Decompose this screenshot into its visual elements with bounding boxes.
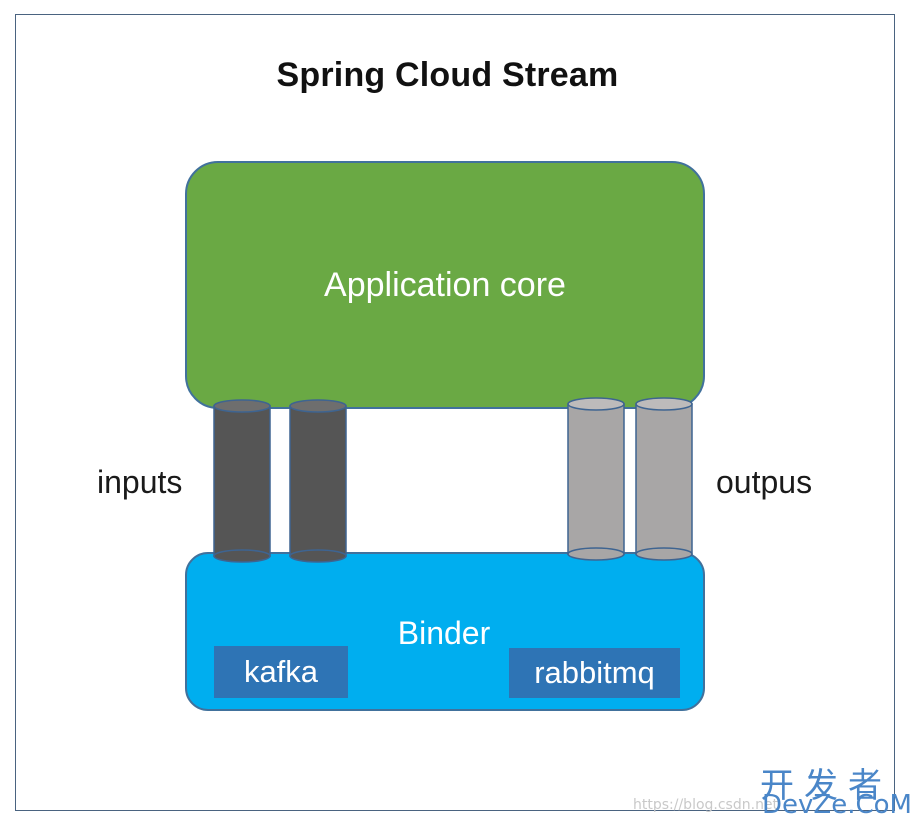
diagram-frame <box>15 14 895 811</box>
watermark-url: https://blog.csdn.net <box>633 797 779 813</box>
watermark-en-logo: DevZe.CoM <box>762 790 912 820</box>
outputs-label: outpus <box>716 464 813 500</box>
input-pipe-2 <box>289 399 347 563</box>
application-core-label: Application core <box>324 266 566 304</box>
rabbitmq-chip: rabbitmq <box>534 655 655 690</box>
watermark-cn-logo: 开发者 <box>760 766 892 806</box>
kafka-chip: kafka <box>243 654 319 689</box>
kafka-chip-bg <box>214 646 348 698</box>
diagram-title: Spring Cloud Stream <box>276 56 619 94</box>
rabbitmq-chip-bg <box>509 648 680 698</box>
binder-label: Binder <box>397 615 491 651</box>
output-pipe-1 <box>567 397 625 561</box>
input-pipe-1 <box>213 399 271 563</box>
output-pipe-2 <box>635 397 693 561</box>
application-core-box <box>185 161 705 409</box>
inputs-label: inputs <box>97 464 183 500</box>
